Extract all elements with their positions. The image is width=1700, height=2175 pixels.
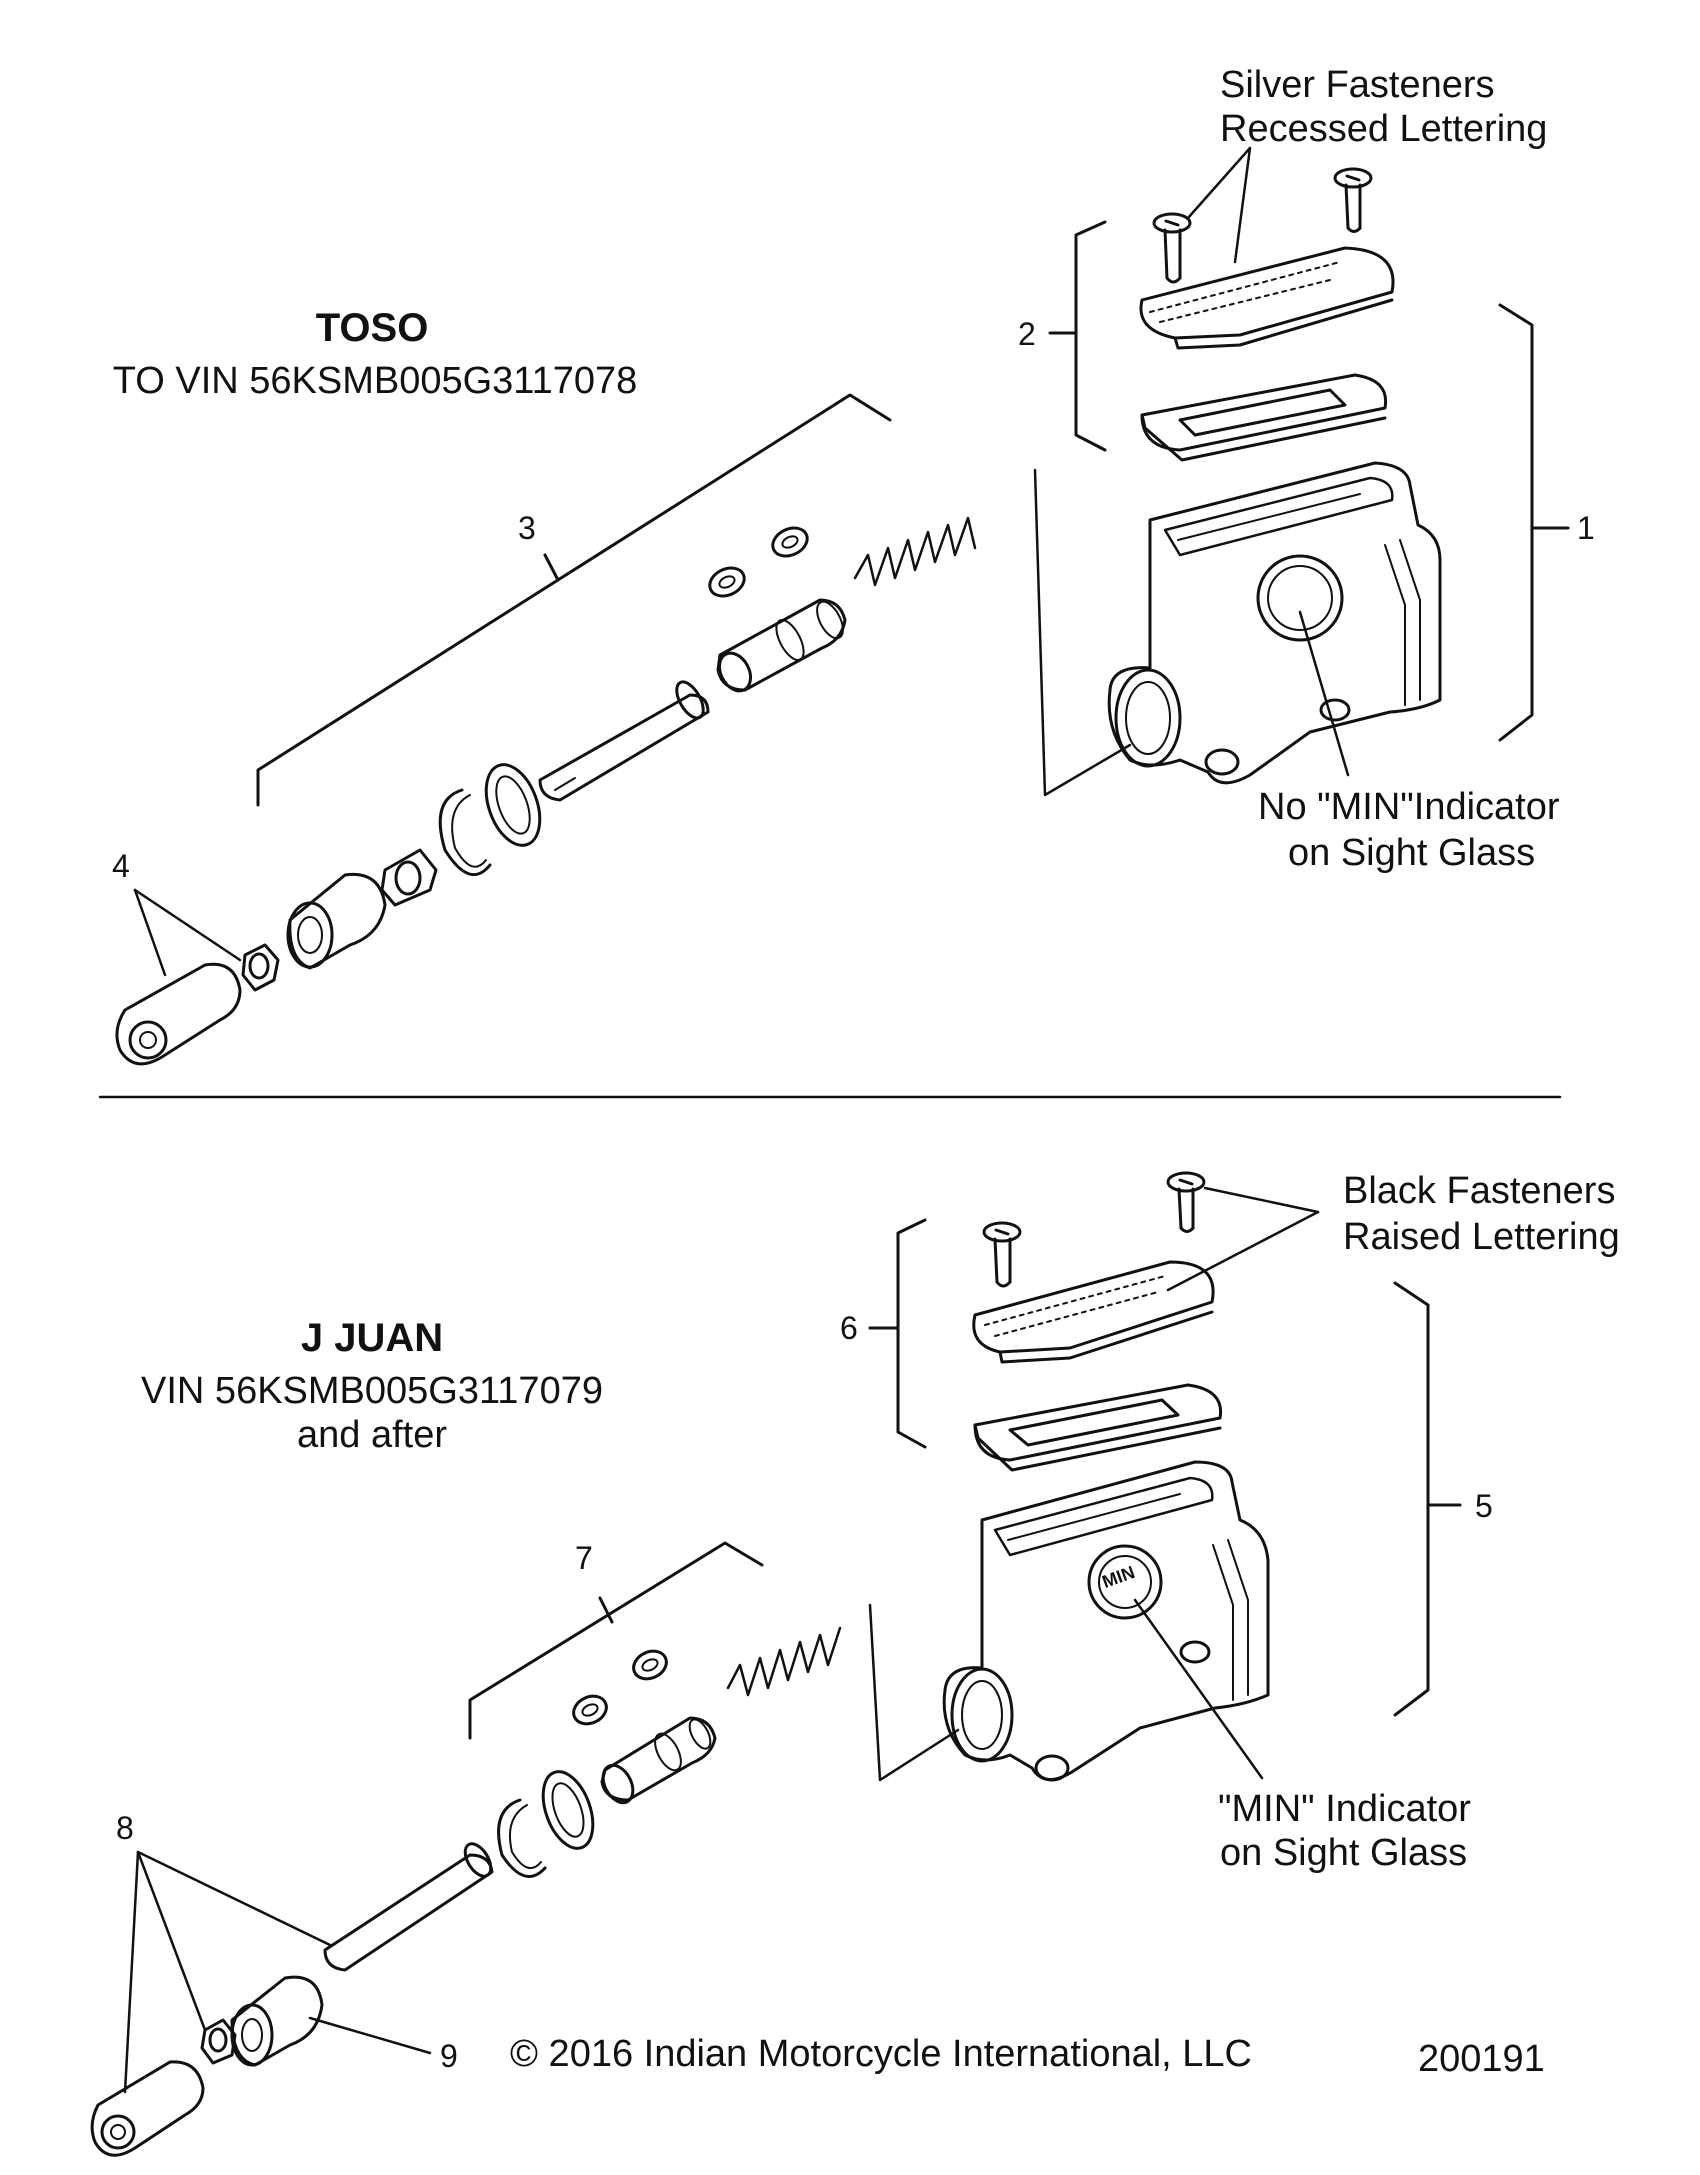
washer-bottom [541,1770,595,1850]
spring-top [853,516,977,587]
jjuan-vin-range-after: and after [297,1414,447,1456]
bracket-callout-5 [1393,1281,1462,1717]
boot-top [286,872,387,970]
no-min-indicator-note: No "MIN"Indicator [1258,786,1560,828]
callout-9-leader [308,2016,432,2055]
bracket-callout-6 [868,1218,927,1449]
callout-4-leaders [133,888,242,977]
callout-5: 5 [1475,1488,1493,1524]
bracket-callout-1 [1498,303,1570,742]
bracket-callout-3 [256,393,892,807]
push-rod-top [538,680,710,802]
sight-glass-leader-bottom [1133,1598,1264,1780]
silver-fastener-leaders [1186,146,1252,264]
master-cylinder-body-top [1107,461,1442,785]
jam-nut-bottom [200,2018,237,2065]
washer-top [484,763,542,847]
diaphragm-top [1140,373,1388,462]
piston-bottom [600,1716,717,1805]
diaphragm-bottom [973,1383,1223,1472]
callout-3: 3 [518,510,536,546]
sight-glass-note-top: on Sight Glass [1288,832,1536,874]
diagram-number: 200191 [1418,2038,1545,2080]
boot-bottom [230,1975,324,2067]
black-fastener-right [1166,1171,1206,1233]
black-fasteners-note: Black Fasteners [1343,1170,1616,1212]
reservoir-cap-bottom [972,1260,1215,1364]
callout-7: 7 [575,1540,593,1576]
snap-ring-bottom [497,1798,547,1878]
spring-bottom [726,1626,842,1697]
raised-lettering-note: Raised Lettering [1343,1216,1620,1258]
kit-to-body-leader-top [1033,468,1132,797]
clevis-bottom [90,2060,205,2157]
sight-glass-note-bottom: on Sight Glass [1220,1832,1468,1874]
callout-8: 8 [116,1810,134,1846]
jjuan-vin-range: VIN 56KSMB005G3117079 [141,1370,603,1412]
recessed-lettering-note: Recessed Lettering [1220,108,1548,150]
toso-vin-range: TO VIN 56KSMB005G3117078 [112,360,638,402]
black-fastener-left [982,1221,1022,1288]
kit-to-body-leader-bottom [868,1603,960,1782]
callout-6: 6 [840,1310,858,1346]
cup-seal-top-1 [771,526,809,558]
black-fastener-leaders [1166,1186,1320,1292]
push-rod-bottom [323,1842,494,1972]
callout-9: 9 [440,2038,458,2074]
cup-seal-top-2 [708,566,746,598]
callout-1: 1 [1577,510,1595,546]
boot-nut-top [380,848,438,907]
snap-ring-top [438,788,492,876]
jjuan-title: J JUAN [300,1316,444,1360]
master-cylinder-body-bottom [942,1460,1270,1782]
silver-fasteners-note: Silver Fasteners [1220,64,1495,106]
bracket-callout-7 [468,1541,764,1740]
sight-glass-leader-top [1298,610,1350,777]
silver-fastener-right [1333,167,1373,233]
callout-4: 4 [112,848,130,884]
callout-2: 2 [1018,316,1036,352]
silver-fastener-left [1152,212,1192,284]
jam-nut-top [241,943,280,992]
reservoir-cap-top [1139,246,1395,350]
callout-8-leaders [123,1850,332,2094]
cup-seal-bottom-1 [632,1649,668,1681]
clevis-top [115,962,242,1066]
bracket-callout-2 [1048,220,1107,452]
cup-seal-bottom-2 [572,1694,608,1726]
min-indicator-note: "MIN" Indicator [1218,1788,1471,1830]
toso-title: TOSO [315,306,429,350]
copyright: © 2016 Indian Motorcycle International, … [510,2033,1252,2075]
piston-top [716,598,847,693]
